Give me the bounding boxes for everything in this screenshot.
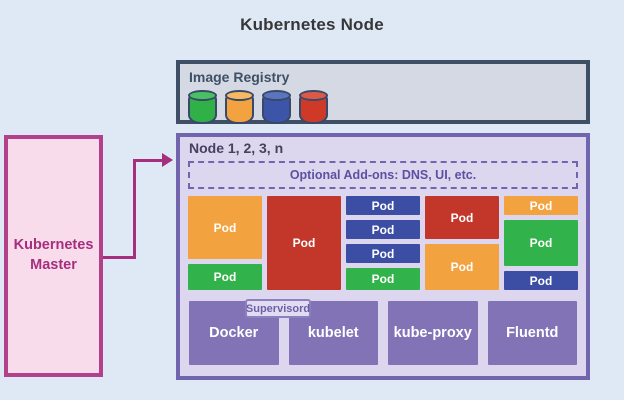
optional-addons-box: Optional Add-ons: DNS, UI, etc. [188,161,578,189]
node-services-row: Docker kubelet kube-proxy Fluentd [189,301,577,365]
pod: Pod [425,244,499,290]
optional-addons-label: Optional Add-ons: DNS, UI, etc. [289,168,477,182]
service-docker: Docker [189,301,279,365]
service-kube-proxy: kube-proxy [388,301,478,365]
arrow-segment [133,159,136,259]
arrow-segment [133,159,164,162]
pod: Pod [346,220,420,239]
image-registry-cylinders [188,90,328,124]
node-label: Node 1, 2, 3, n [189,140,284,156]
service-fluentd: Fluentd [487,301,577,365]
image-registry-box: Image Registry [176,60,590,124]
red-db-cylinder-icon [299,90,328,124]
pod-column-3: Pod Pod Pod Pod [346,196,420,290]
pod-column-2: Pod [267,196,341,290]
blue-db-cylinder-icon [262,90,291,124]
pods-grid: Pod Pod Pod Pod Pod Pod Pod Pod Pod Pod … [188,196,578,290]
pod: Pod [504,220,578,266]
orange-db-cylinder-icon [225,90,254,124]
pod: Pod [188,196,262,259]
pod-column-1: Pod Pod [188,196,262,290]
pod: Pod [346,196,420,215]
node-box: Node 1, 2, 3, n Optional Add-ons: DNS, U… [176,133,590,380]
pod-column-4: Pod Pod [425,196,499,290]
arrow-segment [103,256,136,259]
pod: Pod [188,264,262,290]
pod: Pod [267,196,341,290]
pod: Pod [425,196,499,239]
kubernetes-master-box: Kubernetes Master [4,135,103,377]
supervisord-tag: Supervisord [245,299,311,318]
green-db-cylinder-icon [188,90,217,124]
pod: Pod [504,196,578,215]
pod: Pod [346,244,420,263]
diagram-title: Kubernetes Node [240,15,384,34]
image-registry-label: Image Registry [189,69,290,85]
arrowhead-icon [162,153,173,167]
pod: Pod [346,268,420,290]
pod: Pod [504,271,578,290]
pod-column-5: Pod Pod Pod [504,196,578,290]
kubernetes-master-label: Kubernetes Master [13,237,94,273]
